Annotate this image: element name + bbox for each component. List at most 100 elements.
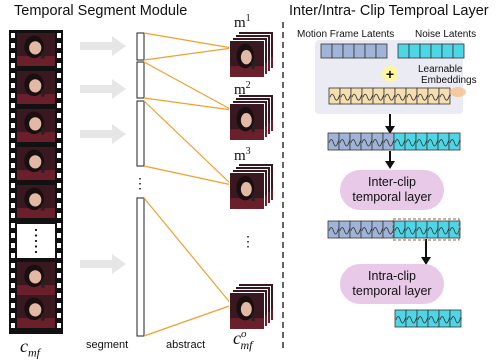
motion-latent-cell xyxy=(375,43,388,59)
film-sprocket xyxy=(57,43,61,48)
film-sprocket xyxy=(11,93,15,98)
motion-frames-label: comf xyxy=(233,328,253,352)
film-sprocket xyxy=(11,303,15,308)
film-sprocket xyxy=(57,283,61,288)
motion-frame xyxy=(230,293,264,329)
film-sprocket xyxy=(11,253,15,258)
motion-latent-cell xyxy=(364,43,377,59)
film-sprocket xyxy=(11,243,15,248)
segment-arrows xyxy=(80,36,126,274)
segment-bar-2 xyxy=(136,61,145,99)
film-sprocket xyxy=(11,53,15,58)
learnable-embeddings-row xyxy=(328,87,451,105)
film-sprocket xyxy=(11,183,15,188)
noise-latents-label: Noise Latents xyxy=(415,29,477,40)
film-sprocket xyxy=(57,153,61,158)
plus-circle xyxy=(382,66,398,82)
stack-dots: ⋮ xyxy=(241,233,255,249)
film-frame xyxy=(17,262,55,295)
flow-arrows xyxy=(385,114,431,265)
segment-label: segment xyxy=(86,339,129,351)
film-dot xyxy=(34,239,38,243)
noise-latent-cell xyxy=(408,43,421,59)
film-sprocket xyxy=(57,113,61,118)
film-sprocket xyxy=(57,183,61,188)
film-frame xyxy=(17,33,55,66)
film-sprocket xyxy=(57,53,61,58)
motion-latent-cell xyxy=(342,43,355,59)
motion-frame-stack xyxy=(229,31,274,78)
film-sprocket xyxy=(57,203,61,208)
film-dot xyxy=(34,250,38,254)
segment-arrow-4 xyxy=(80,254,126,274)
film-sprocket xyxy=(11,263,15,268)
film-sprocket xyxy=(57,303,61,308)
motion-latent-cell xyxy=(353,43,366,59)
film-sprocket xyxy=(11,223,15,228)
film-frame xyxy=(17,109,55,142)
film-sprocket xyxy=(11,103,15,108)
inter-output-cell xyxy=(448,220,461,239)
plus-sign: + xyxy=(386,66,394,82)
motion-latent-cell xyxy=(320,43,333,59)
film-label: cmf xyxy=(20,336,40,360)
combined-latents-row xyxy=(327,132,461,151)
noise-latent-cell xyxy=(397,43,410,59)
film-sprocket xyxy=(57,193,61,198)
motion-frame xyxy=(230,173,264,209)
selected-noise-box xyxy=(392,218,460,241)
flame-icon xyxy=(450,87,466,97)
film-sprocket xyxy=(11,283,15,288)
segment-dots: ⋮ xyxy=(133,175,147,191)
segment-bar-3 xyxy=(136,100,145,167)
motion-frame-latents xyxy=(320,43,388,59)
motion-frame-stack xyxy=(229,94,274,141)
film-frame xyxy=(17,147,55,180)
film-sprocket xyxy=(57,243,61,248)
motion-frame-stack xyxy=(229,283,274,330)
film-sprocket xyxy=(11,73,15,78)
motion-frame-stacks xyxy=(229,31,274,330)
noise-latent-cell xyxy=(430,43,443,59)
noise-latent-cell xyxy=(441,43,454,59)
film-sprocket xyxy=(57,233,61,238)
film-sprocket xyxy=(11,133,15,138)
m2-label: m2 xyxy=(234,80,251,98)
film-sprocket xyxy=(11,293,15,298)
film-sprocket xyxy=(57,123,61,128)
motion-latents-label: Motion Frame Latents xyxy=(297,29,395,40)
noise-latents xyxy=(397,43,465,59)
film-sprocket xyxy=(57,263,61,268)
segment-arrow-1 xyxy=(80,36,126,56)
film-sprocket xyxy=(57,133,61,138)
film-sprocket xyxy=(11,313,15,318)
film-sprocket xyxy=(57,323,61,328)
film-sprocket xyxy=(11,113,15,118)
inter-output-latents-row xyxy=(327,220,461,239)
film-dot xyxy=(34,245,38,248)
combined-latent-cell xyxy=(448,132,461,151)
film-sprocket xyxy=(57,143,61,148)
segment-bars xyxy=(136,32,145,337)
film-sprocket xyxy=(57,163,61,168)
film-sprocket xyxy=(57,173,61,178)
film-sprocket xyxy=(57,63,61,68)
film-sprocket xyxy=(57,213,61,218)
film-sprocket xyxy=(11,233,15,238)
film-sprocket xyxy=(11,203,15,208)
film-strip xyxy=(9,30,63,334)
segment-bar-4 xyxy=(136,197,145,337)
film-sprocket xyxy=(11,323,15,328)
film-sprocket xyxy=(57,253,61,258)
segment-bar-1 xyxy=(136,32,145,61)
film-sprocket xyxy=(57,273,61,278)
film-frame xyxy=(17,71,55,104)
film-dot xyxy=(34,228,38,232)
film-sprocket xyxy=(57,33,61,38)
film-sprocket xyxy=(11,153,15,158)
noise-latent-cell xyxy=(419,43,432,59)
film-sprocket xyxy=(57,293,61,298)
